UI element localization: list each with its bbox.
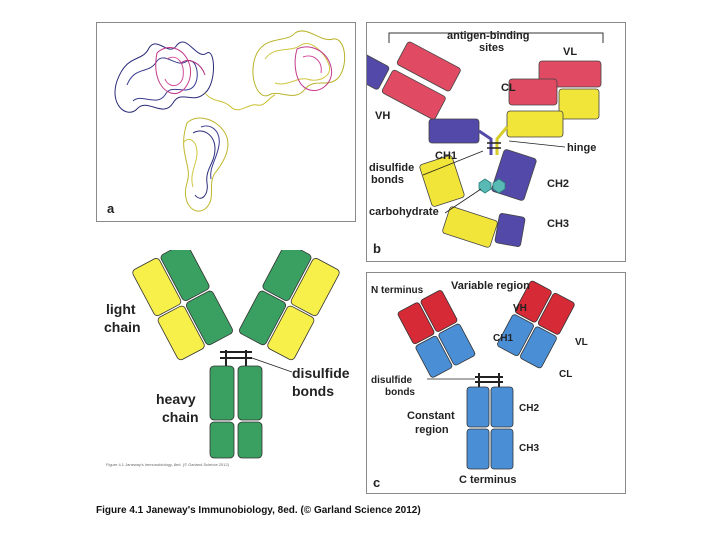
disulfide-label: disulfide <box>292 365 350 381</box>
left-heavy-v-domain <box>160 250 210 301</box>
ch3-label: CH3 <box>547 218 569 230</box>
panel-b-domains: antigen-binding sites VL CL VH CH1 hinge… <box>366 22 626 262</box>
heavy-label: heavy <box>156 391 196 407</box>
panel-a-structure: a <box>96 22 356 222</box>
fc-right-ch3-domain <box>237 421 263 459</box>
constant-label: Constant <box>407 410 455 422</box>
ribbon-structure: a <box>107 30 346 216</box>
fc-left-ch2-domain <box>466 386 490 428</box>
disulfide-bonds-label: bonds <box>371 174 404 186</box>
left-light-c-domain <box>157 305 205 361</box>
fc-left-ch3-domain <box>466 428 490 470</box>
panel-letter: a <box>107 201 115 216</box>
panel-letter: c <box>373 475 380 490</box>
left-heavy-c-domain <box>185 290 233 346</box>
panel-c-regions: N terminus Variable region VH CH1 VL CL … <box>366 272 626 494</box>
right-cl-domain <box>508 78 558 106</box>
left-vl-domain <box>397 302 435 345</box>
light-chain-label: chain <box>104 319 141 335</box>
right-vh-domain <box>514 280 552 323</box>
region-schematic: N terminus Variable region VH CH1 VL CL … <box>371 280 588 490</box>
fc-left-ch3-domain <box>209 421 235 459</box>
fc-right-ch2-domain <box>237 365 263 421</box>
carbohydrate-label: carbohydrate <box>369 206 439 218</box>
right-ch2-domain <box>491 149 537 201</box>
hinge-label: hinge <box>567 142 596 154</box>
disulfide-bonds-label: bonds <box>385 387 415 398</box>
right-vl-domain <box>537 292 575 335</box>
cl-label: CL <box>559 369 572 380</box>
left-vh-domain <box>367 53 390 90</box>
ch3-label: CH3 <box>519 443 539 454</box>
c-terminus-label: C terminus <box>459 474 516 486</box>
vh-label: VH <box>375 110 390 122</box>
disulfide-bonds-label: bonds <box>292 383 334 399</box>
carbohydrate-icon <box>492 178 506 194</box>
left-ch1-domain <box>438 323 476 366</box>
vl-label: VL <box>563 46 577 58</box>
right-vh-domain <box>558 88 600 120</box>
right-heavy-c-domain <box>239 290 287 346</box>
ch2-label: CH2 <box>519 403 539 414</box>
fc-right-ch2-domain <box>490 386 514 428</box>
right-ch3-domain <box>494 213 526 247</box>
variable-region-label: Variable region <box>451 280 530 292</box>
disulfide-label: disulfide <box>371 375 413 386</box>
left-ch1-domain <box>428 118 480 144</box>
tiny-credit: Figure 4.1 Janeway's Immunobiology, 8ed.… <box>106 462 230 467</box>
left-ch3-domain <box>442 206 498 248</box>
left-light-v-domain <box>132 258 182 317</box>
fc-right-ch3-domain <box>490 428 514 470</box>
n-terminus-label: N terminus <box>371 285 424 296</box>
light-label: light <box>106 301 136 317</box>
domain-schematic: antigen-binding sites VL CL VH CH1 hinge… <box>367 30 604 256</box>
carbohydrate-icon <box>478 178 492 194</box>
cl-label: CL <box>501 82 516 94</box>
right-light-v-domain <box>290 258 340 317</box>
simple-y-schematic: light chain heavy chain disulfide bonds <box>104 250 350 459</box>
left-ch2-domain <box>419 155 465 207</box>
left-vh-domain <box>420 290 458 332</box>
right-ch1-domain <box>506 110 564 138</box>
disulfide-label: disulfide <box>369 162 414 174</box>
ch2-label: CH2 <box>547 178 569 190</box>
fc-left-ch2-domain <box>209 365 235 421</box>
constant-region-label: region <box>415 424 449 436</box>
right-cl-domain <box>520 326 557 369</box>
ch1-label: CH1 <box>435 150 457 162</box>
left-vl-domain <box>396 41 461 92</box>
panel-letter: b <box>373 241 381 256</box>
antigen-binding-label: antigen-binding <box>447 30 529 42</box>
heavy-chain-label: chain <box>162 409 199 425</box>
figure-caption: Figure 4.1 Janeway's Immunobiology, 8ed.… <box>96 505 421 516</box>
ch1-label: CH1 <box>493 333 513 344</box>
right-light-c-domain <box>267 305 315 361</box>
right-ch1-domain <box>497 314 534 357</box>
vl-label: VL <box>575 337 588 348</box>
antigen-binding-sites-label: sites <box>479 42 504 54</box>
left-cl-domain <box>415 335 453 378</box>
vh-label: VH <box>513 303 527 314</box>
right-heavy-v-domain <box>262 250 312 301</box>
left-cl-domain <box>381 69 446 120</box>
